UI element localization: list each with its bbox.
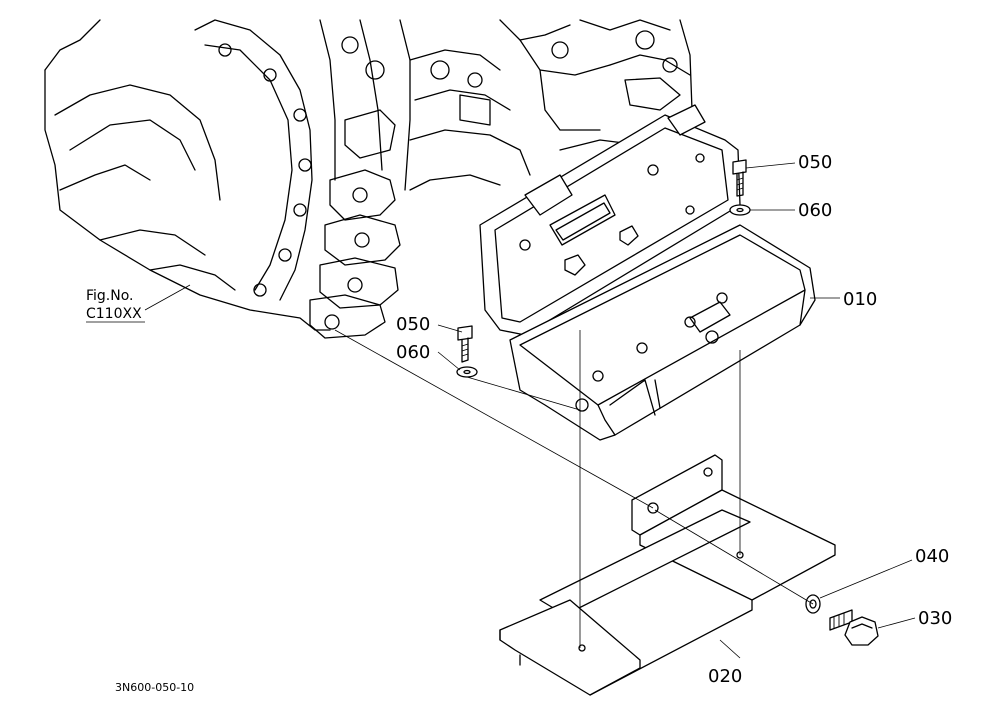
toolbox-010 bbox=[479, 104, 816, 441]
engine-housing bbox=[44, 19, 693, 339]
callout-030: 030 bbox=[918, 608, 952, 629]
callout-020: 020 bbox=[708, 666, 742, 687]
figure-ref-line1: Fig.No. bbox=[86, 288, 134, 304]
bolt-050-right bbox=[732, 159, 747, 197]
bolt-030 bbox=[829, 609, 879, 646]
assembly-lines bbox=[334, 329, 814, 648]
drawing-code: 3N600-050-10 bbox=[115, 681, 194, 694]
callout-labels: 050 060 010 050 060 040 030 020 Fig.No. … bbox=[86, 152, 952, 694]
washer-060-right bbox=[729, 204, 751, 216]
washer-060-left bbox=[456, 366, 478, 378]
callout-050-left: 050 bbox=[396, 314, 430, 335]
callout-060-left: 060 bbox=[396, 342, 430, 363]
callout-010: 010 bbox=[843, 289, 877, 310]
bolt-050-left bbox=[457, 325, 473, 363]
bracket-020 bbox=[499, 454, 836, 696]
callout-050-right: 050 bbox=[798, 152, 832, 173]
callout-040: 040 bbox=[915, 546, 949, 567]
figure-ref-line2: C110XX bbox=[86, 306, 142, 322]
leader-lines bbox=[144, 162, 916, 659]
callout-060-right: 060 bbox=[798, 200, 832, 221]
